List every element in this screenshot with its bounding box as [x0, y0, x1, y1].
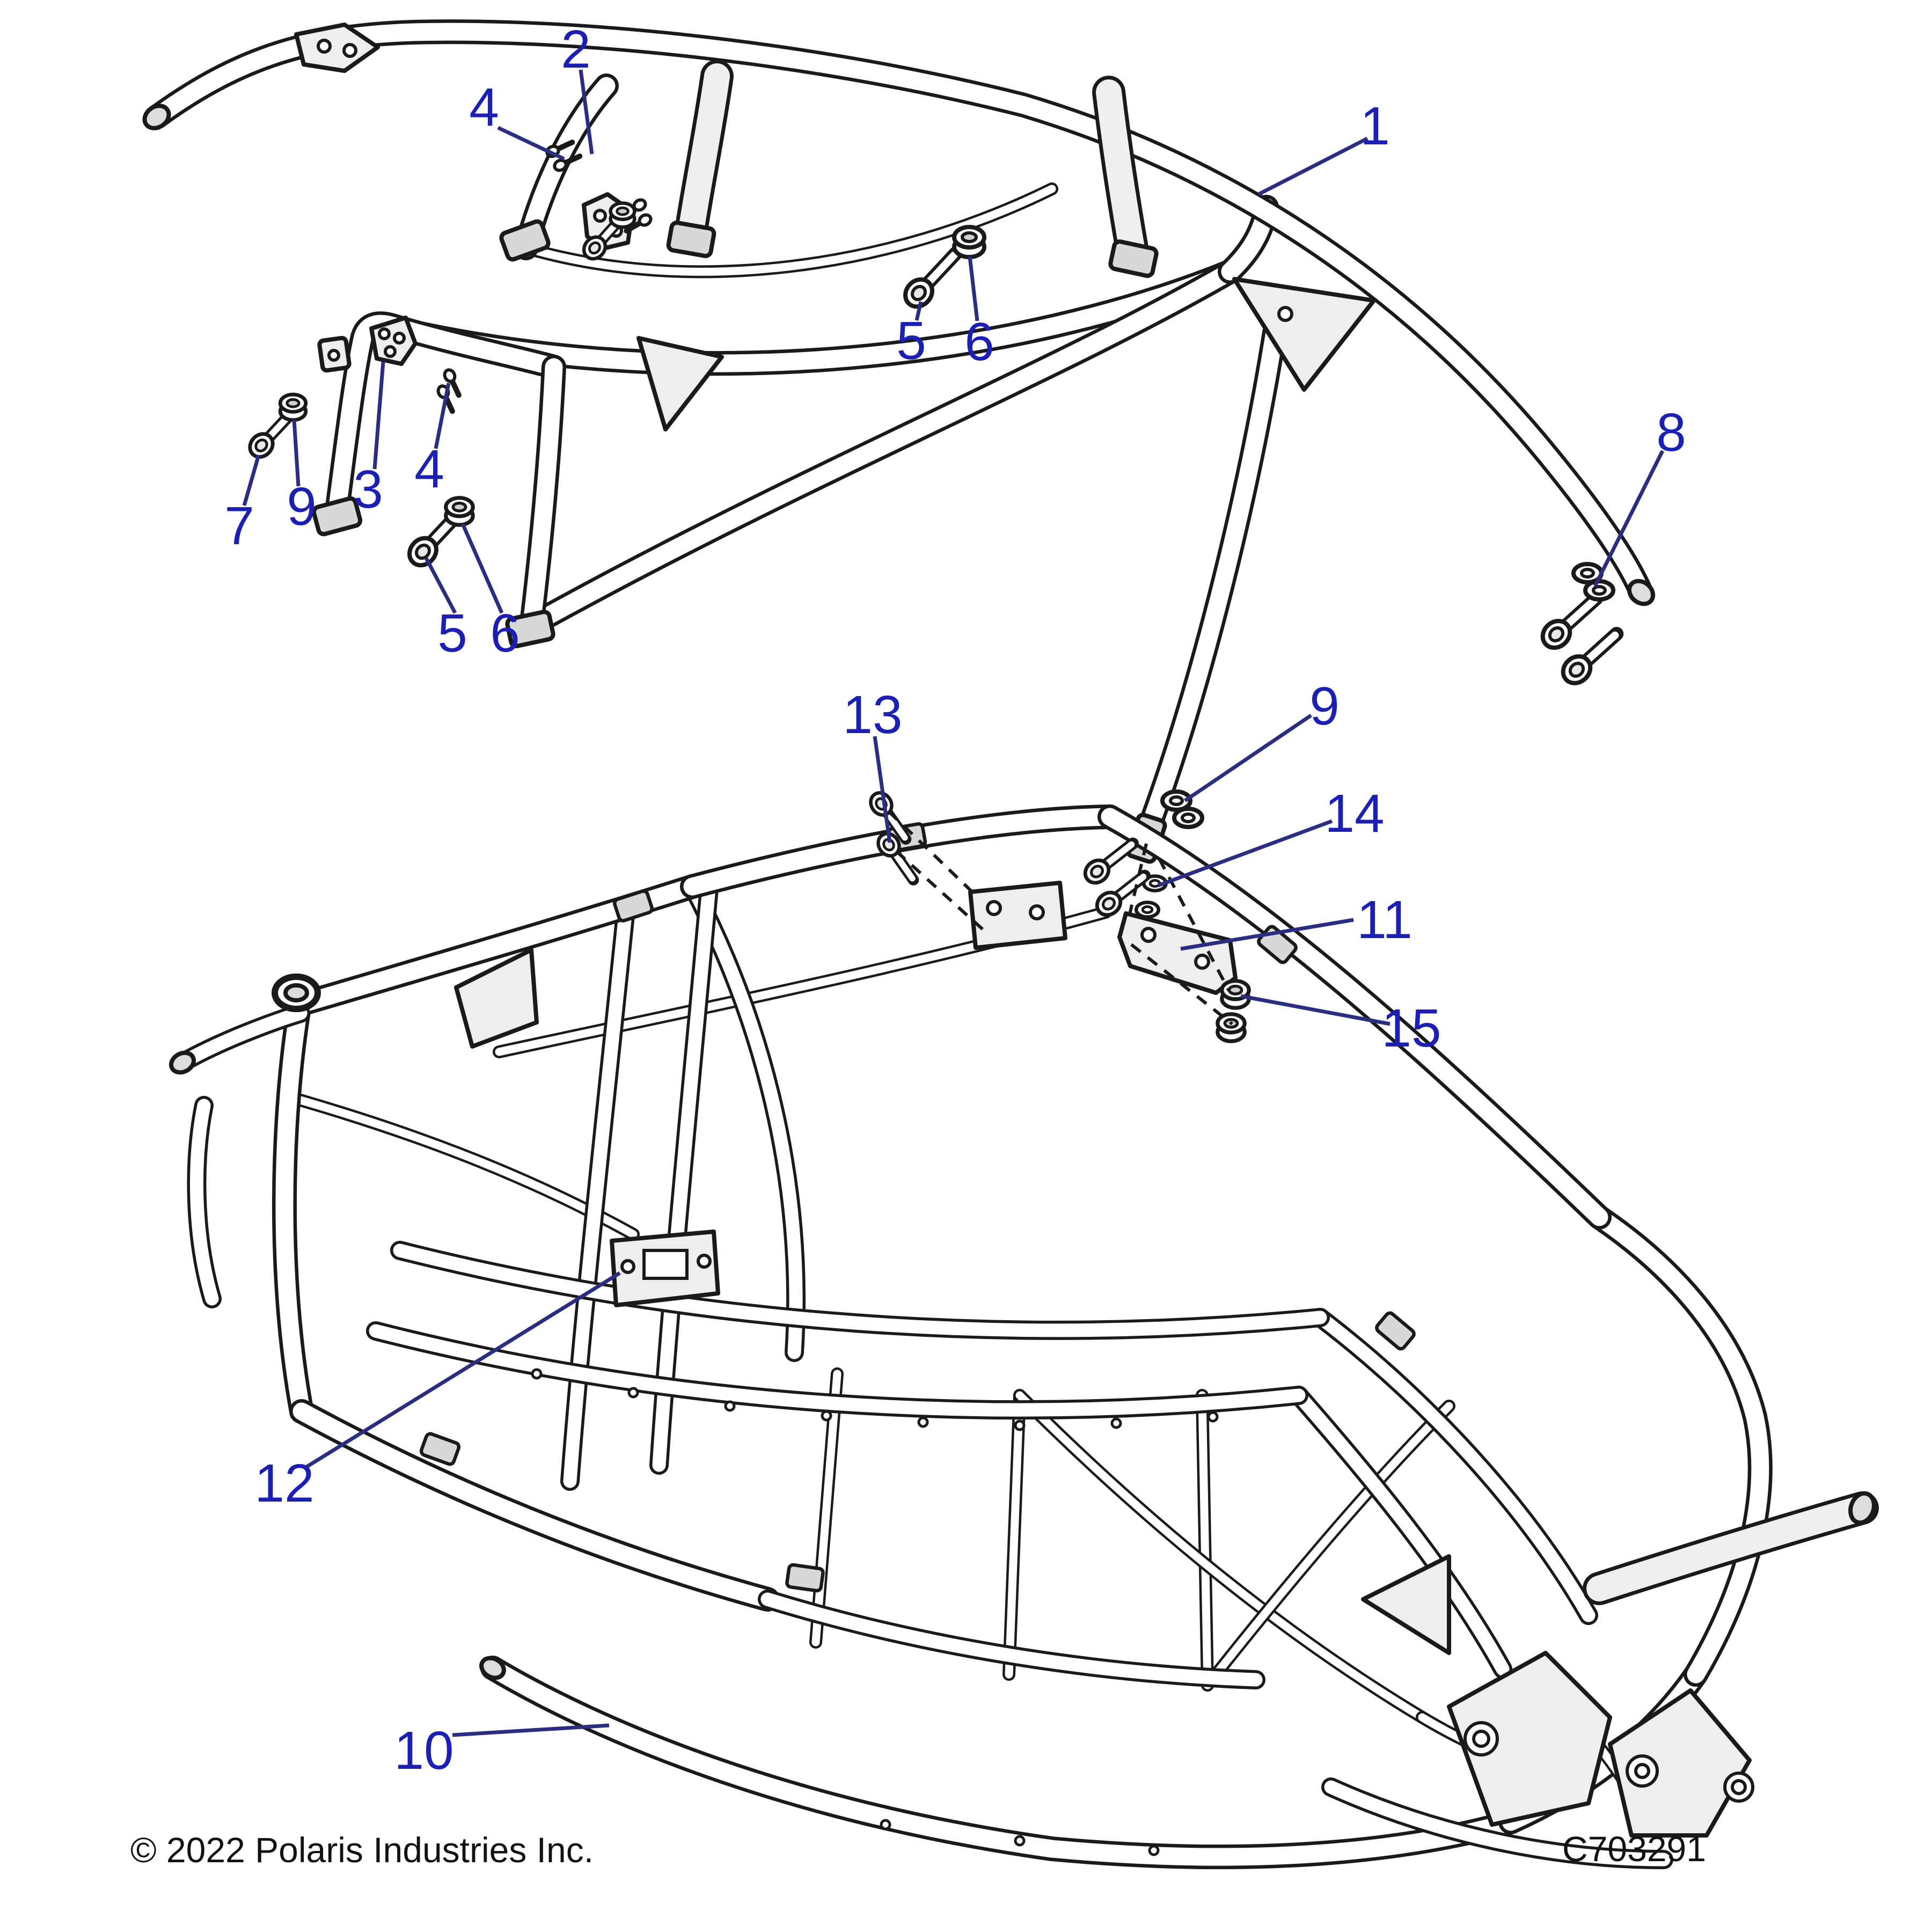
callout-number-4[interactable]: 4	[414, 439, 444, 499]
washer-item9	[1174, 809, 1202, 827]
shock-clamp	[668, 222, 715, 257]
bracket-item11	[1117, 911, 1238, 995]
callout-leader-3	[372, 361, 385, 470]
callout-number-15[interactable]: 15	[1381, 998, 1441, 1058]
callout-number-11[interactable]: 11	[1357, 890, 1413, 950]
callout-number-4[interactable]: 4	[469, 77, 499, 137]
tube-end	[142, 104, 171, 130]
shock-clamp	[1109, 240, 1157, 276]
callout-number-2[interactable]: 2	[561, 19, 591, 79]
rail-bracket	[968, 881, 1067, 950]
callout-number-1[interactable]: 1	[1360, 96, 1390, 156]
callout-leader-4	[497, 126, 565, 161]
callout-number-5[interactable]: 5	[437, 603, 467, 663]
callout-leader-9	[1184, 714, 1312, 802]
callout-leader-8	[1593, 450, 1665, 587]
callout-number-7[interactable]: 7	[224, 496, 254, 556]
callout-leader-6	[968, 256, 979, 321]
main-frame-drawing	[169, 789, 1878, 1860]
tube-end	[1627, 579, 1656, 606]
callout-leader-5	[914, 301, 923, 321]
nut-item6	[954, 227, 984, 257]
callout-leader-13	[873, 736, 892, 843]
bracket-slot	[642, 1249, 689, 1280]
callout-number-9[interactable]: 9	[1309, 676, 1340, 736]
callout-number-6[interactable]: 6	[490, 603, 520, 663]
knuckle-plate	[1447, 1651, 1612, 1827]
bolt-item5	[900, 245, 964, 312]
callout-leader-5	[424, 557, 457, 614]
diagram-part-code: C703291	[1562, 1829, 1706, 1869]
callout-number-10[interactable]: 10	[394, 1721, 453, 1781]
gusset-plate	[1361, 1554, 1451, 1655]
nut-item15	[1222, 981, 1249, 1008]
callout-number-13[interactable]: 13	[843, 685, 902, 745]
callout-leader-1	[1257, 136, 1368, 196]
gusset-plate	[636, 336, 724, 431]
cab-frame-drawing	[142, 23, 1656, 863]
nut-item9	[280, 394, 306, 420]
callout-leader-6	[460, 523, 504, 614]
gusset-plate	[1232, 277, 1376, 392]
nut-item6	[446, 498, 473, 525]
tube-end	[1848, 1491, 1876, 1525]
mount-plate	[294, 23, 380, 73]
rail-clamp	[786, 1564, 823, 1591]
callout-leader-14	[1157, 819, 1333, 888]
tube-end	[169, 1050, 196, 1075]
callout-leader-10	[452, 1723, 610, 1737]
callout-leader-7	[242, 455, 261, 506]
callout-number-9[interactable]: 9	[287, 477, 317, 537]
callout-leader-2	[579, 69, 594, 155]
callout-leader-9	[292, 419, 301, 487]
callout-number-6[interactable]: 6	[964, 312, 994, 372]
washer-item8	[1585, 581, 1613, 599]
rail-clamp	[613, 890, 653, 921]
rail-clamp	[1375, 1311, 1416, 1350]
callout-leader-12	[305, 1271, 621, 1469]
tube-end	[479, 1656, 506, 1680]
callout-number-12[interactable]: 12	[254, 1453, 314, 1513]
callout-number-5[interactable]: 5	[896, 311, 926, 371]
nut	[611, 203, 635, 227]
callout-number-3[interactable]: 3	[353, 459, 383, 519]
gusset-plate	[454, 948, 539, 1049]
callout-leader-11	[1180, 918, 1354, 951]
callout-number-14[interactable]: 14	[1324, 784, 1384, 844]
callout-leader-15	[1240, 994, 1391, 1026]
callout-leader-4	[434, 383, 451, 449]
washer-item14	[1136, 902, 1159, 917]
callout-number-8[interactable]: 8	[1656, 402, 1686, 463]
copyright-notice: © 2022 Polaris Industries Inc.	[130, 1830, 594, 1870]
nut-item15	[1218, 1014, 1245, 1041]
